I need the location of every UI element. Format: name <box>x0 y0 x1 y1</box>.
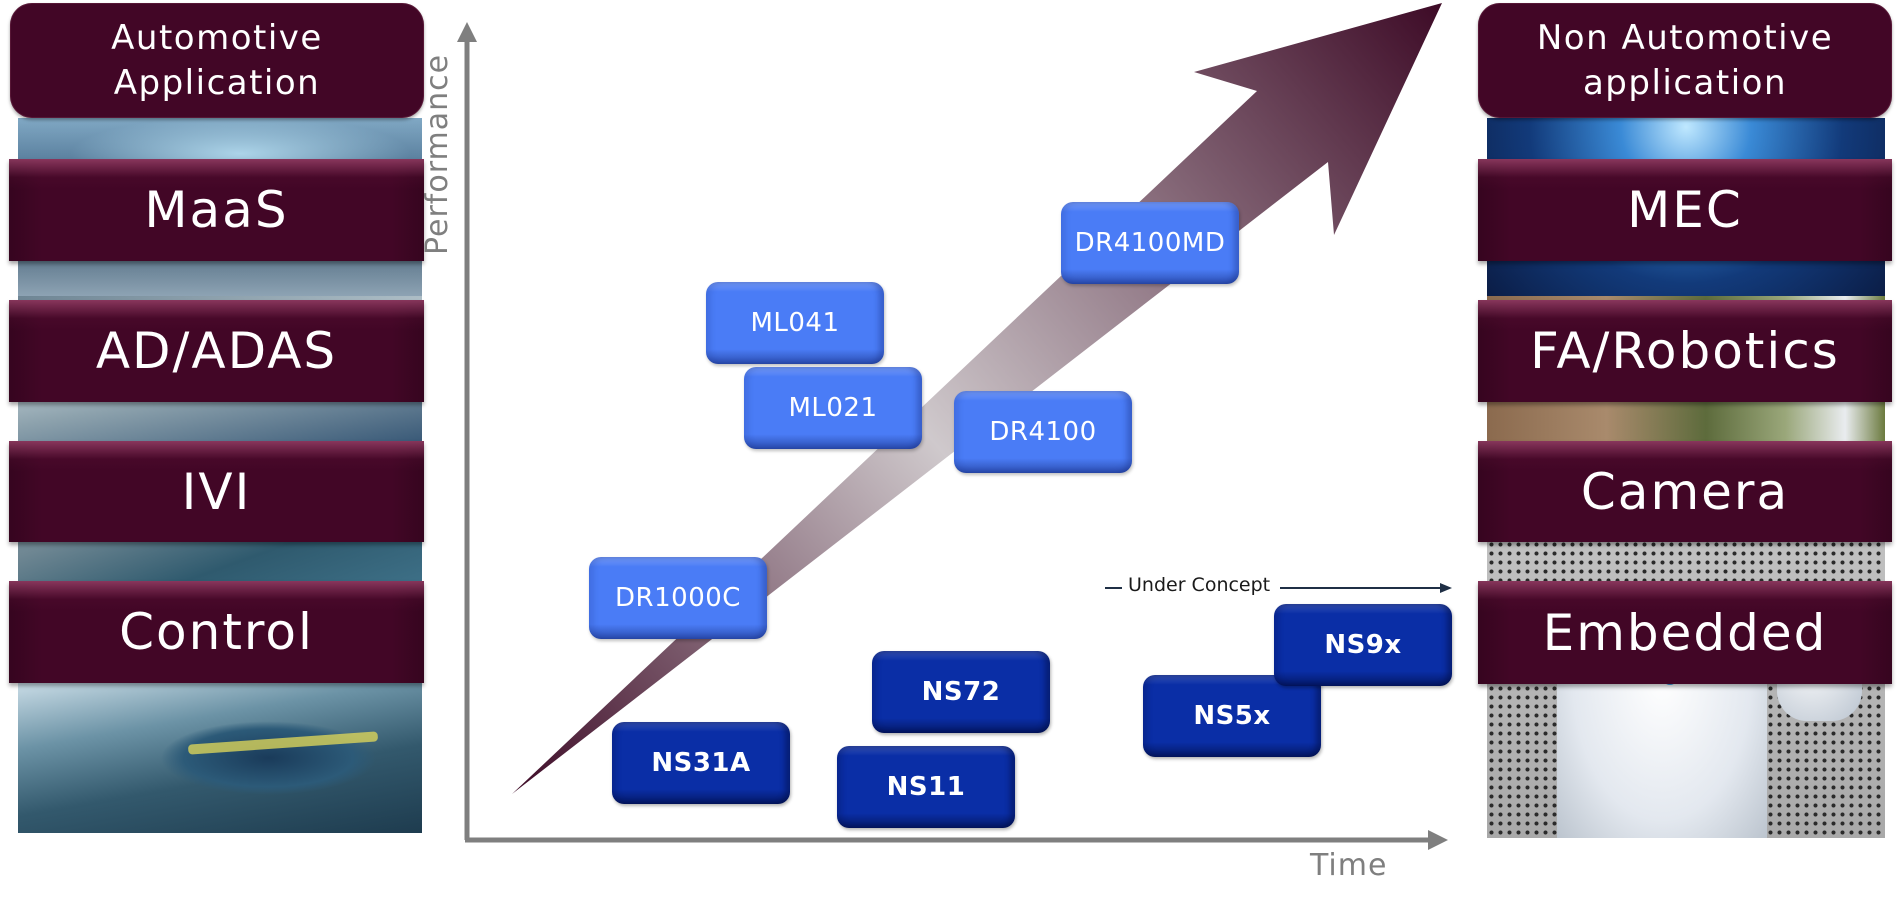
connected-car-photo <box>18 683 422 833</box>
chip-dr1000c: DR1000C <box>589 557 767 639</box>
under-concept-text: Under Concept <box>1128 574 1271 596</box>
chip-ml021: ML021 <box>744 367 922 449</box>
x-axis-label: Time <box>1310 848 1388 883</box>
chip-ns9x: NS9x <box>1274 604 1452 686</box>
chip-ns11: NS11 <box>837 746 1015 828</box>
y-axis-label: Performance <box>420 53 455 255</box>
y-axis-arrowhead <box>457 22 477 42</box>
category-ivi: IVI <box>9 441 424 542</box>
chip-ml041: ML041 <box>706 282 884 364</box>
category-fa-robotics: FA/Robotics <box>1478 300 1892 402</box>
category-maas: MaaS <box>9 159 424 261</box>
chip-ns72: NS72 <box>872 651 1050 733</box>
category-embedded: Embedded <box>1478 581 1892 684</box>
chip-ns31a: NS31A <box>612 722 790 804</box>
category-mec: MEC <box>1478 159 1892 261</box>
x-axis-arrowhead <box>1428 830 1448 850</box>
under-concept-arrowhead <box>1440 583 1452 593</box>
chip-dr4100: DR4100 <box>954 391 1132 473</box>
category-ad-adas: AD/ADAS <box>9 300 424 402</box>
category-control: Control <box>9 581 424 683</box>
under-concept-label: Under Concept <box>1104 574 1270 596</box>
category-camera: Camera <box>1478 441 1892 542</box>
chip-ns5x: NS5x <box>1143 675 1321 757</box>
chip-dr4100md: DR4100MD <box>1061 202 1239 284</box>
